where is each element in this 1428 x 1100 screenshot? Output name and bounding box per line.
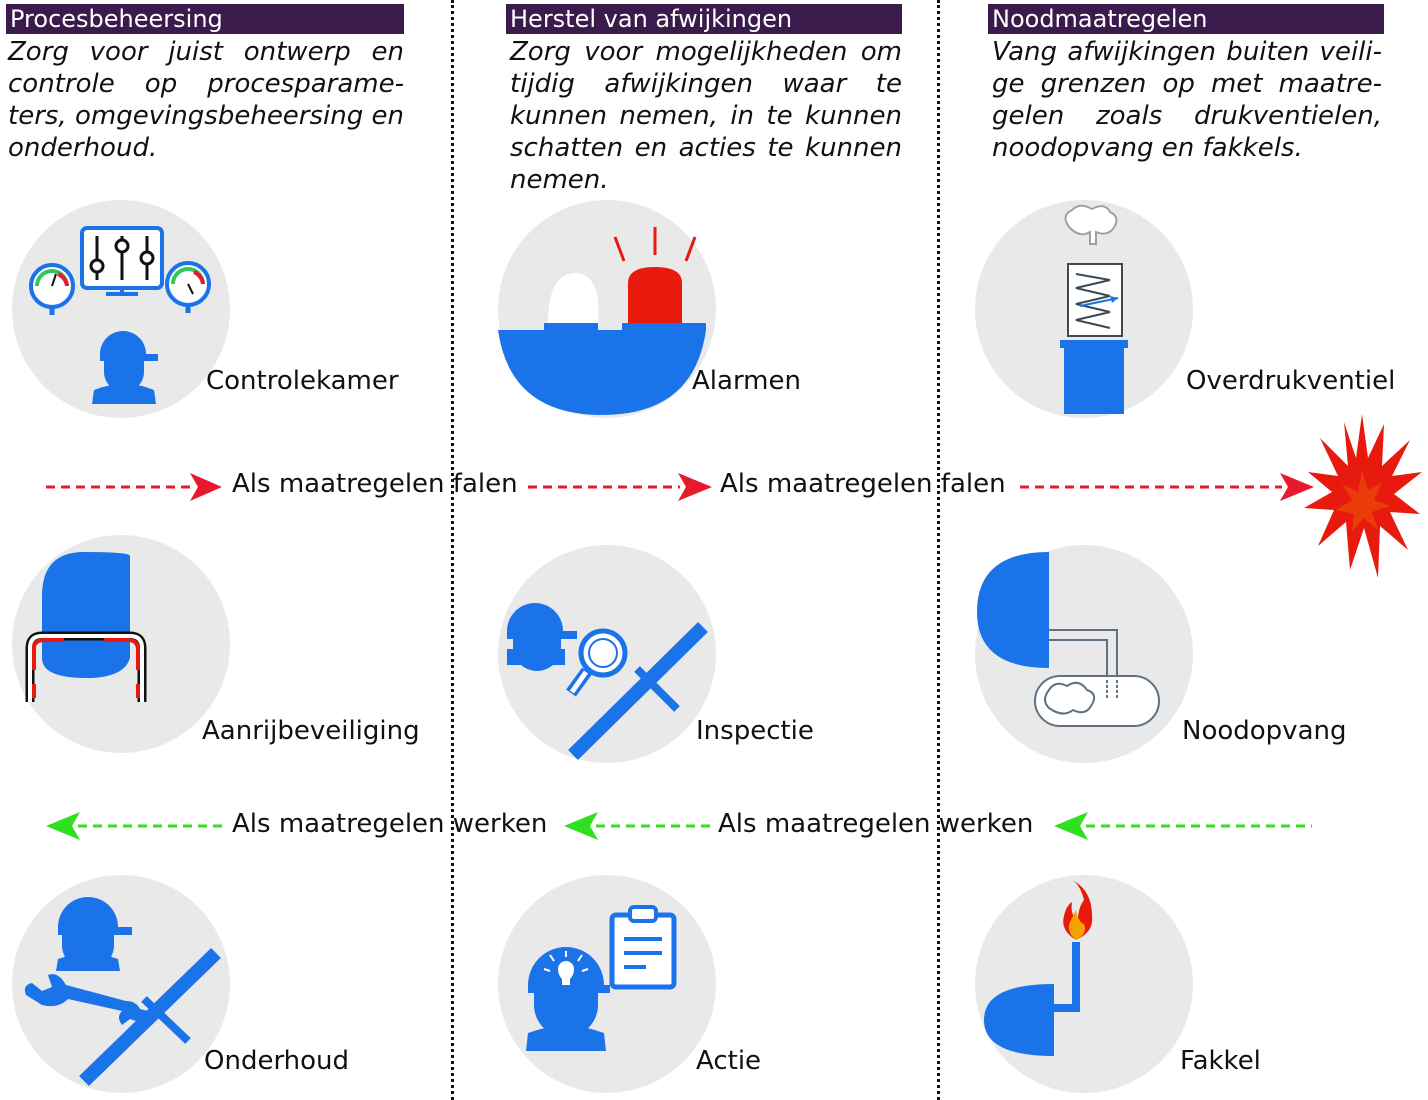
fail-label-1: Als maatregelen falen — [232, 469, 518, 499]
explosion-icon — [1304, 414, 1422, 578]
fail-arrowhead-2 — [678, 473, 712, 501]
pressure-relief-valve-icon — [1060, 204, 1128, 414]
column-description-herstel: Zorg voor mogelijkheden om tijdig afwijk… — [510, 37, 902, 195]
collision-barrier-icon — [25, 552, 147, 702]
control-room-icon — [29, 226, 211, 404]
work-label-1: Als maatregelen werken — [232, 809, 548, 839]
label-overdrukventiel: Overdrukventiel — [1186, 366, 1396, 396]
label-onderhoud: Onderhoud — [204, 1046, 350, 1076]
label-fakkel: Fakkel — [1180, 1046, 1261, 1076]
column-header-noodmaatregelen: Noodmaatregelen — [988, 4, 1384, 34]
label-aanrijbeveiliging: Aanrijbeveiliging — [202, 716, 420, 746]
column-description-noodmaatregelen: Vang afwijkingen buiten veili-ge grenzen… — [992, 37, 1382, 163]
fail-label-2: Als maatregelen falen — [720, 469, 1006, 499]
maintenance-icon — [24, 897, 221, 1087]
column-divider-1 — [451, 0, 454, 1100]
label-alarmen: Alarmen — [692, 366, 801, 396]
label-noodopvang: Noodopvang — [1182, 716, 1347, 746]
work-arrowhead-2 — [564, 812, 598, 840]
emergency-containment-icon — [977, 552, 1160, 727]
fail-arrowhead-3 — [1280, 473, 1314, 501]
label-controlekamer: Controlekamer — [206, 366, 399, 396]
alarm-beacon-icon — [498, 227, 706, 415]
label-inspectie: Inspectie — [696, 716, 814, 746]
column-description-procesbeheersing: Zorg voor juist ontwerp en controle op p… — [8, 37, 404, 163]
label-actie: Actie — [696, 1046, 762, 1076]
column-divider-2 — [937, 0, 940, 1100]
column-header-procesbeheersing: Procesbeheersing — [6, 4, 404, 34]
work-label-2: Als maatregelen werken — [718, 809, 1034, 839]
flare-icon — [984, 880, 1093, 1056]
fail-arrowhead-1 — [190, 473, 222, 501]
column-header-herstel: Herstel van afwijkingen — [506, 4, 902, 34]
work-arrowhead-1 — [46, 812, 80, 840]
work-arrowhead-3 — [1054, 812, 1088, 840]
inspection-icon — [507, 603, 708, 760]
action-icon — [526, 905, 677, 1051]
